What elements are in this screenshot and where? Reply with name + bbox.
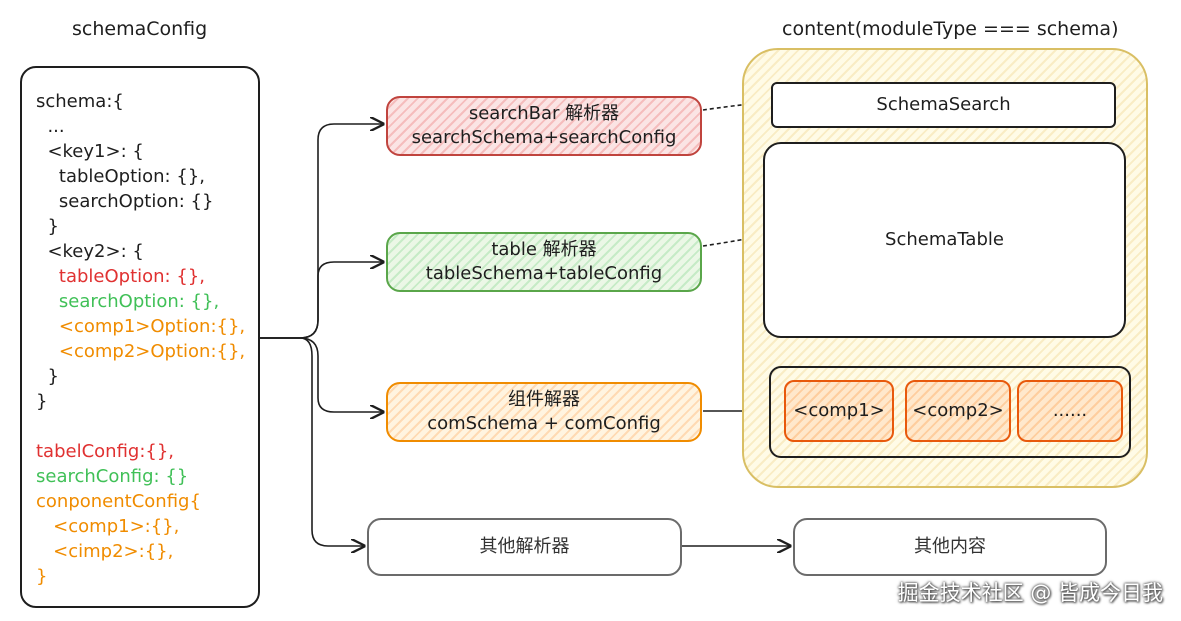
code-line-12: }	[36, 366, 59, 387]
other-parser-name: 其他解析器	[479, 536, 570, 557]
code-line-8: tableOption: {},	[36, 266, 205, 287]
arrow-to-search-parser	[258, 124, 383, 339]
search-bar-parser: searchBar 解析器 searchSchema+searchConfig	[386, 96, 702, 156]
content-title: content(moduleType === schema)	[782, 18, 1119, 40]
arrow-to-component-parser	[258, 337, 383, 412]
other-content-block: 其他内容	[793, 518, 1107, 576]
components-container	[769, 366, 1131, 458]
schema-config-panel: schema:{ ... <key1>: { tableOption: {}, …	[20, 66, 260, 608]
code-line-5: searchOption: {}	[36, 191, 214, 212]
other-content-label: 其他内容	[914, 536, 986, 557]
component-parser-name: 组件解器	[507, 389, 580, 410]
code-line-7: <key2>: {	[36, 241, 144, 262]
code-line-18: <comp1>:{},	[36, 516, 180, 537]
comp1-block: <comp1>	[784, 380, 894, 442]
comp1-label: <comp1>	[793, 400, 885, 421]
component-parser-sources: comSchema + comConfig	[427, 413, 661, 434]
code-line-17: conponentConfig{	[36, 491, 201, 512]
code-line-1: schema:{	[36, 91, 124, 112]
code-line-16: searchConfig: {}	[36, 466, 189, 487]
schema-search-label: SchemaSearch	[876, 94, 1011, 115]
schema-table-label: SchemaTable	[885, 229, 1004, 250]
more-components-label: ......	[1052, 400, 1088, 421]
schema-search-block: SchemaSearch	[771, 82, 1116, 128]
arrow-to-other-parser	[258, 337, 364, 546]
code-line-9: searchOption: {},	[36, 291, 220, 312]
code-line-13: }	[36, 391, 48, 412]
other-parser: 其他解析器	[367, 518, 682, 576]
component-parser: 组件解器 comSchema + comConfig	[386, 382, 702, 442]
code-line-10: <comp1>Option:{},	[36, 316, 246, 337]
code-line-3: <key1>: {	[36, 141, 144, 162]
search-parser-sources: searchSchema+searchConfig	[411, 127, 677, 148]
arrow-to-table-parser	[258, 262, 383, 339]
schema-table-block: SchemaTable	[763, 142, 1126, 338]
comp2-block: <comp2>	[905, 380, 1011, 442]
code-line-19: <cimp2>:{},	[36, 541, 174, 562]
code-line-15: tabelConfig:{},	[36, 441, 175, 462]
arrow-to-schema-table	[702, 236, 762, 247]
table-parser-sources: tableSchema+tableConfig	[425, 263, 663, 284]
search-parser-name: searchBar 解析器	[468, 103, 620, 124]
more-components-block: ......	[1017, 380, 1123, 442]
code-line-20: }	[36, 566, 48, 587]
code-line-4: tableOption: {},	[36, 166, 205, 187]
code-line-6: }	[36, 216, 59, 237]
comp2-label: <comp2>	[912, 400, 1004, 421]
code-line-2: ...	[36, 116, 65, 137]
table-parser-name: table 解析器	[491, 239, 597, 260]
watermark: 掘金技术社区 @ 皆成今日我	[897, 581, 1163, 605]
schema-config-title: schemaConfig	[72, 18, 208, 40]
table-parser: table 解析器 tableSchema+tableConfig	[386, 232, 702, 292]
code-line-11: <comp2>Option:{},	[36, 341, 246, 362]
